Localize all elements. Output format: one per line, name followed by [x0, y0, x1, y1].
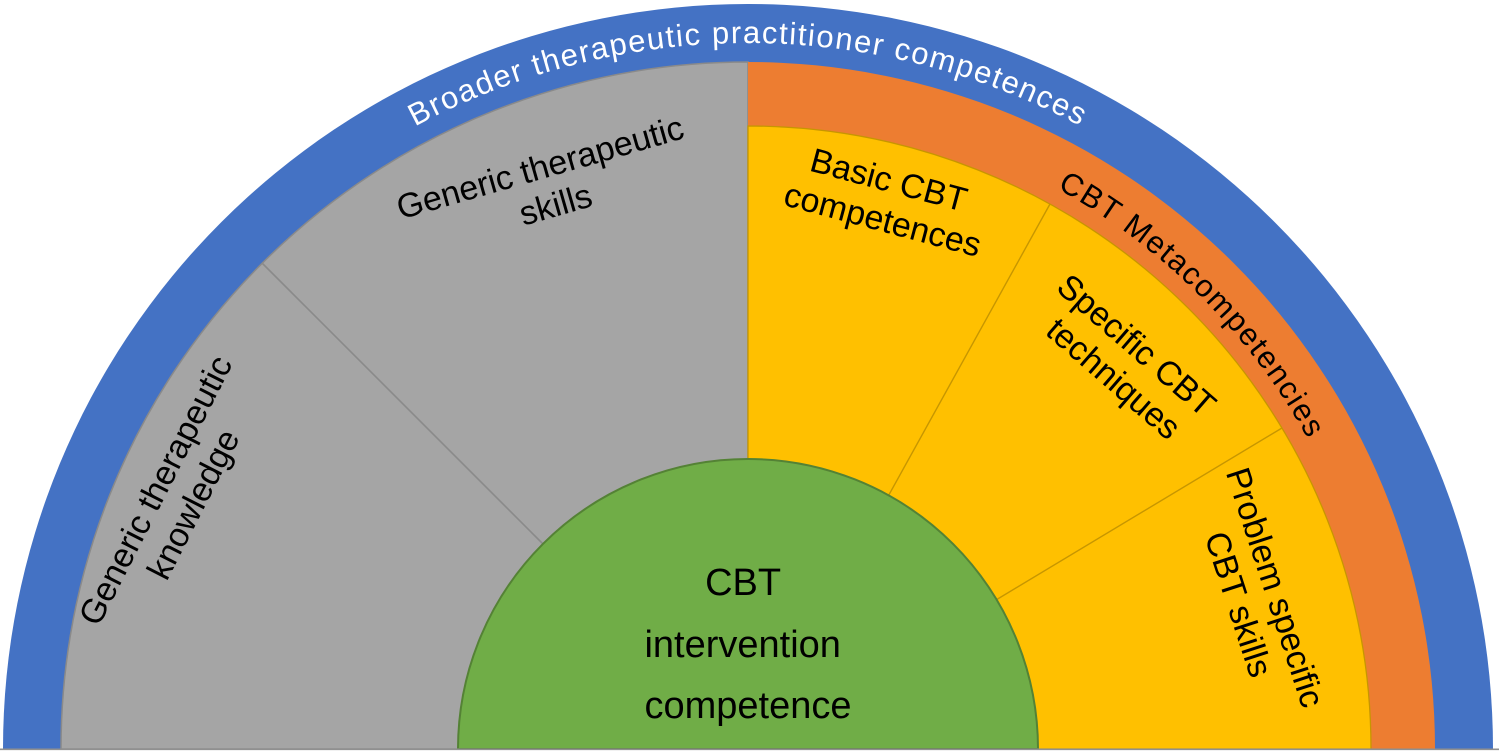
- divider-generic-knowledge-skills: [261, 262, 544, 545]
- label-center-line2: intervention: [644, 624, 840, 666]
- label-center-core: CBT intervention competence: [644, 562, 851, 727]
- center-core-shape: [456, 458, 1040, 750]
- divider-basic-specific: [887, 203, 1051, 496]
- label-center-line1: CBT: [705, 562, 781, 604]
- label-center-line3: competence: [644, 685, 851, 727]
- divider-specific-problem: [996, 427, 1283, 601]
